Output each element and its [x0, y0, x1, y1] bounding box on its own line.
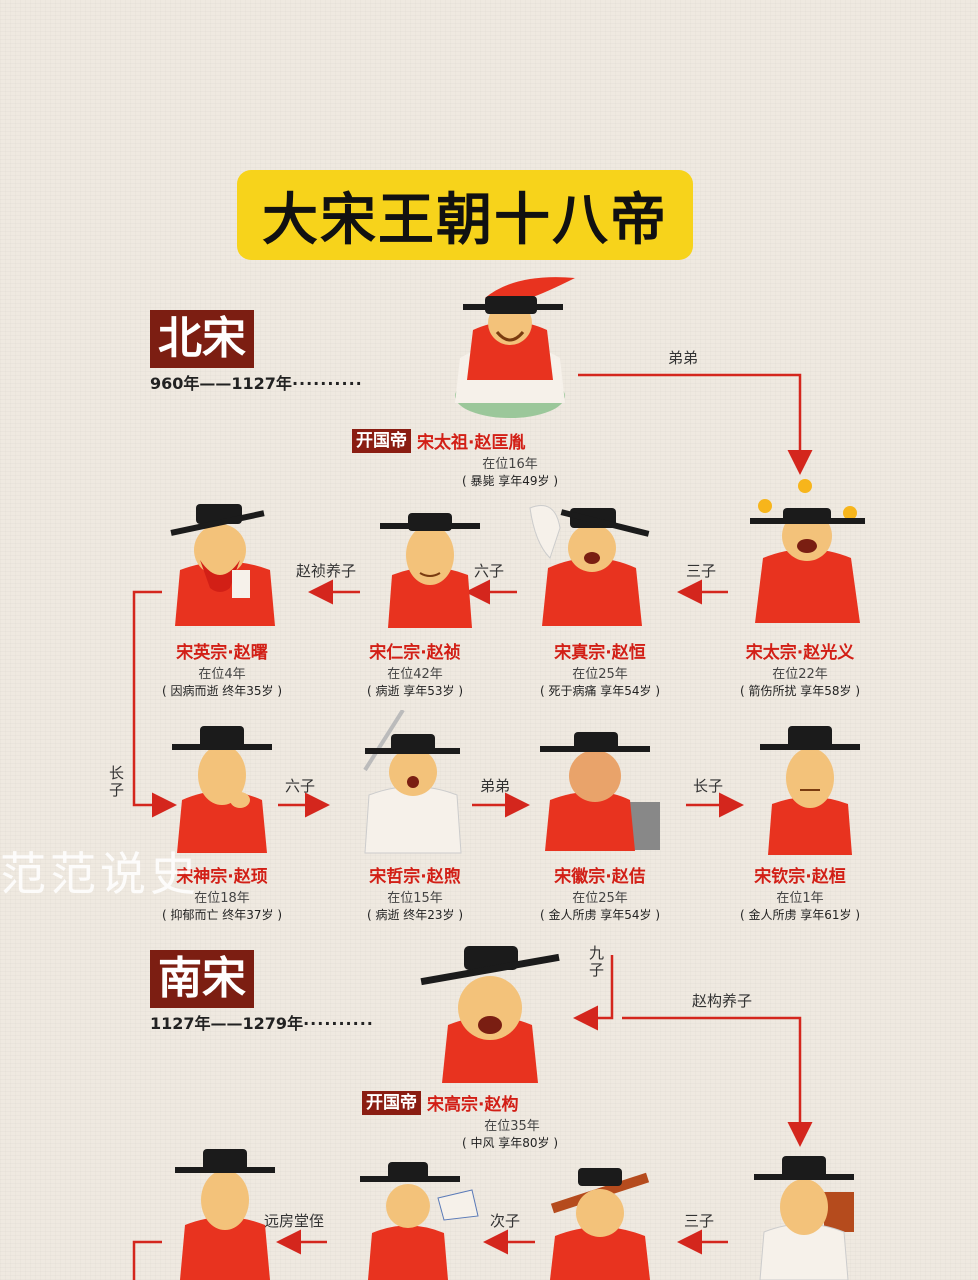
renzong-name: 宋仁宗·赵祯 — [369, 643, 461, 663]
taizong-info: 宋太宗·赵光义 在位22年 ( 箭伤所扰 享年58岁 ) — [700, 638, 900, 699]
qinzong-fate: ( 金人所虏 享年61岁 ) — [739, 908, 861, 922]
gaozong-name: 宋高宗·赵构 — [427, 1095, 519, 1115]
shenzong-name: 宋神宗·赵顼 — [176, 867, 268, 887]
relation-row4-a: 三子 — [684, 1212, 715, 1230]
row4-figure-4 — [754, 1156, 854, 1280]
arrow-gaozong-next — [622, 1016, 813, 1147]
relation-shenzong-zhezong: 六子 — [285, 777, 316, 795]
taizong-reign: 在位22年 — [772, 667, 828, 682]
era-southern-song-years: 1127年——1279年·········· — [150, 1014, 374, 1033]
relation-row4-b: 次子 — [490, 1212, 521, 1230]
yingzong-figure — [170, 504, 275, 626]
relation-huizong-qinzong: 长子 — [693, 777, 724, 795]
founder-badge-south: 开国帝 — [362, 1090, 421, 1115]
taizu-name-row: 开国帝 宋太祖·赵匡胤 — [352, 428, 525, 453]
zhezong-figure — [363, 710, 462, 854]
renzong-info: 宋仁宗·赵祯 在位42年 ( 病逝 享年53岁 ) — [315, 638, 515, 699]
zhenzong-name: 宋真宗·赵恒 — [554, 643, 646, 663]
relation-gaozong-next: 赵构养子 — [692, 992, 753, 1010]
arrow-taizu-taizong — [578, 373, 813, 475]
zhezong-fate: ( 病逝 终年23岁 ) — [366, 908, 464, 922]
renzong-figure — [380, 513, 480, 628]
gaozong-fate: ( 中风 享年80岁 ) — [461, 1136, 559, 1150]
qinzong-info: 宋钦宗·赵桓 在位1年 ( 金人所虏 享年61岁 ) — [700, 862, 900, 923]
qinzong-figure — [760, 726, 860, 855]
qinzong-reign: 在位1年 — [776, 891, 824, 906]
era-northern-song-badge: 北宋 — [150, 310, 254, 368]
zhezong-name: 宋哲宗·赵煦 — [369, 867, 461, 887]
gaozong-name-row: 开国帝 宋高宗·赵构 — [362, 1090, 518, 1115]
page-title: 大宋王朝十八帝 — [262, 187, 668, 253]
row4-figure-3 — [550, 1168, 650, 1280]
gaozong-figure — [420, 946, 560, 1083]
zhenzong-fate: ( 死于病痛 享年54岁 ) — [539, 684, 661, 698]
huizong-figure — [540, 732, 660, 851]
arrow-huizong-gaozong — [573, 955, 614, 1031]
line-row4-down — [132, 1240, 162, 1280]
zhenzong-figure — [529, 505, 650, 626]
relation-yingzong-shenzong: 长子 — [107, 765, 125, 799]
title-banner: 大宋王朝十八帝 — [237, 170, 693, 260]
yingzong-fate: ( 因病而逝 终年35岁 ) — [161, 684, 283, 698]
zhenzong-reign: 在位25年 — [572, 667, 628, 682]
shenzong-fate: ( 抑郁而亡 终年37岁 ) — [161, 908, 283, 922]
relation-renzong-yingzong: 赵祯养子 — [296, 562, 357, 580]
taizu-reign: 在位16年 — [482, 457, 538, 472]
taizu-name: 宋太祖·赵匡胤 — [417, 433, 526, 453]
relation-taizong-zhenzong: 三子 — [686, 562, 717, 580]
huizong-info: 宋徽宗·赵佶 在位25年 ( 金人所虏 享年54岁 ) — [500, 862, 700, 923]
gaozong-reign: 在位35年 — [484, 1119, 540, 1134]
zhezong-info: 宋哲宗·赵煦 在位15年 ( 病逝 终年23岁 ) — [315, 862, 515, 923]
shenzong-reign: 在位18年 — [194, 891, 250, 906]
huizong-fate: ( 金人所虏 享年54岁 ) — [539, 908, 661, 922]
row4-figure-1 — [175, 1149, 275, 1280]
relation-row4-c: 远房堂侄 — [264, 1212, 325, 1230]
taizu-fate: ( 暴毙 享年49岁 ) — [461, 474, 559, 488]
renzong-reign: 在位42年 — [387, 667, 443, 682]
yingzong-info: 宋英宗·赵曙 在位4年 ( 因病而逝 终年35岁 ) — [122, 638, 322, 699]
yingzong-name: 宋英宗·赵曙 — [176, 643, 268, 663]
arrow-yingzong-shenzong — [132, 590, 177, 818]
era-northern-song-years: 960年——1127年·········· — [150, 374, 363, 393]
qinzong-name: 宋钦宗·赵桓 — [754, 867, 846, 887]
yingzong-reign: 在位4年 — [198, 667, 246, 682]
relation-zhenzong-renzong: 六子 — [474, 562, 505, 580]
huizong-reign: 在位25年 — [572, 891, 628, 906]
taizu-figure — [455, 277, 575, 418]
zhezong-reign: 在位15年 — [387, 891, 443, 906]
era-southern-song-badge: 南宋 — [150, 950, 254, 1008]
watermark: 范范说史 — [0, 847, 200, 901]
taizong-name: 宋太宗·赵光义 — [745, 643, 855, 663]
relation-zhezong-huizong: 弟弟 — [480, 777, 511, 795]
relation-huizong-gaozong: 九子 — [587, 945, 605, 979]
shenzong-figure — [172, 726, 272, 853]
huizong-name: 宋徽宗·赵佶 — [554, 867, 646, 887]
founder-badge-north: 开国帝 — [352, 428, 411, 453]
row4-figure-2 — [360, 1162, 479, 1280]
relation-taizu-taizong: 弟弟 — [668, 349, 699, 367]
zhenzong-info: 宋真宗·赵恒 在位25年 ( 死于病痛 享年54岁 ) — [500, 638, 700, 699]
renzong-fate: ( 病逝 享年53岁 ) — [366, 684, 464, 698]
taizong-fate: ( 箭伤所扰 享年58岁 ) — [739, 684, 861, 698]
taizong-figure — [750, 479, 865, 623]
shenzong-info: 宋神宗·赵顼 在位18年 ( 抑郁而亡 终年37岁 ) — [122, 862, 322, 923]
